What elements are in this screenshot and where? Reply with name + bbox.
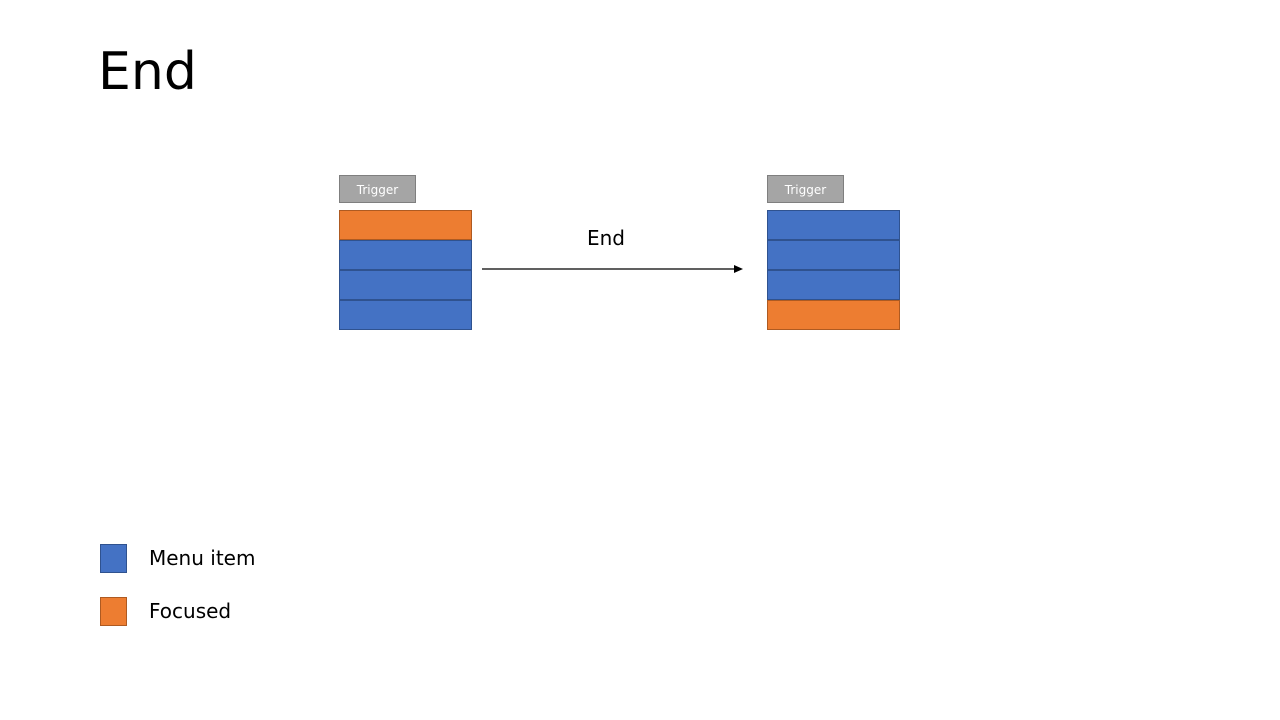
- menu-item[interactable]: [767, 210, 900, 240]
- legend-focused-label: Focused: [149, 599, 232, 623]
- legend-menu-item-label: Menu item: [149, 546, 256, 570]
- menu-item[interactable]: [767, 240, 900, 270]
- legend-menu-item-swatch: [100, 544, 127, 573]
- legend-focused-swatch: [100, 597, 127, 626]
- menu-before: [339, 210, 472, 330]
- menu-item[interactable]: [339, 300, 472, 330]
- slide-title: End: [98, 42, 197, 102]
- menu-after: [767, 210, 900, 330]
- menu-item[interactable]: [339, 270, 472, 300]
- transition-key-label: End: [586, 226, 625, 250]
- menu-item[interactable]: [339, 240, 472, 270]
- menu-item-focused[interactable]: [339, 210, 472, 240]
- transition-arrow: [482, 265, 743, 273]
- trigger-button-after[interactable]: Trigger: [767, 175, 844, 203]
- menu-item-focused[interactable]: [767, 300, 900, 330]
- trigger-button-before[interactable]: Trigger: [339, 175, 416, 203]
- menu-item[interactable]: [767, 270, 900, 300]
